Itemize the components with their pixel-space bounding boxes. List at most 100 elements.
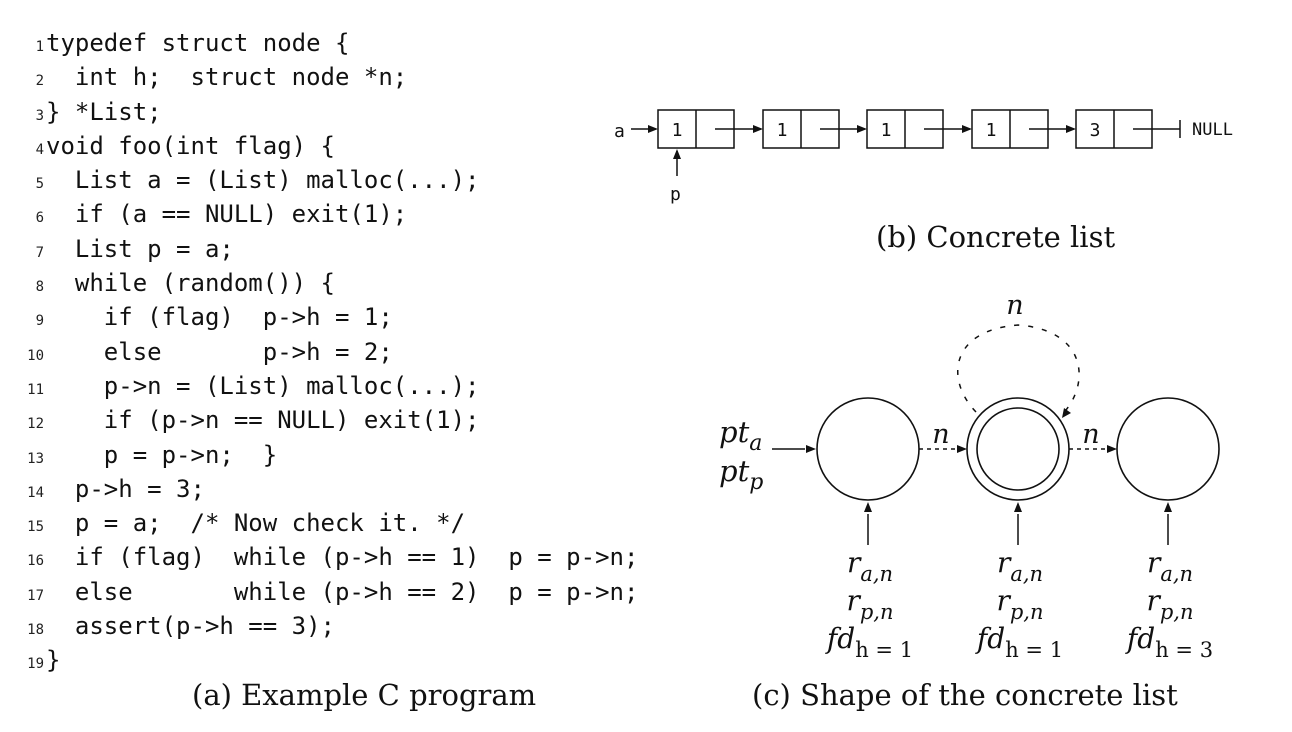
shape-node: [966, 397, 1070, 501]
code-line: 13 p = p->n; }: [14, 438, 714, 472]
input-label-subscript: a: [749, 431, 762, 456]
node-value: 1: [672, 120, 683, 141]
predicate-base: r: [1147, 546, 1162, 579]
line-number: 10: [27, 347, 44, 364]
line-number: 12: [27, 416, 44, 433]
predicate-label: ra,n: [997, 546, 1043, 586]
predicate-subscript: p,n: [1010, 600, 1044, 624]
next-arrowhead: [1066, 125, 1076, 133]
predicate-subscript: p,n: [860, 600, 894, 624]
code-line: 1typedef struct node {: [14, 26, 714, 60]
code-line: 16 if (flag) while (p->h == 1) p = p->n;: [14, 540, 714, 574]
edge-label: n: [932, 419, 949, 450]
code-listing: 1typedef struct node {2 int h; struct no…: [14, 26, 714, 678]
code-line: 6 if (a == NULL) exit(1);: [14, 197, 714, 231]
code-text: p = a; /* Now check it. */: [46, 509, 466, 538]
code-line: 9 if (flag) p->h = 1;: [14, 300, 714, 334]
code-line: 14 p->h = 3;: [14, 472, 714, 506]
predicate-subscript: a,n: [1160, 562, 1193, 586]
shape-node: [816, 397, 920, 501]
predicate-base: fd: [825, 622, 855, 655]
predicate-subscript: h = 3: [1155, 638, 1213, 662]
self-loop: [956, 324, 1080, 413]
input-arrowhead: [806, 445, 816, 453]
predicate-base: r: [847, 546, 862, 579]
predicate-subscript: a,n: [1010, 562, 1043, 586]
predicate-base: fd: [1125, 622, 1155, 655]
code-text: if (a == NULL) exit(1);: [46, 200, 408, 229]
caption-c: (c) Shape of the concrete list: [752, 678, 1178, 712]
predicate-subscript: a,n: [860, 562, 893, 586]
p-arrowhead: [673, 149, 681, 159]
edge-label: n: [1082, 419, 1099, 450]
code-line: 12 if (p->n == NULL) exit(1);: [14, 403, 714, 437]
code-line: 8 while (random()) {: [14, 266, 714, 300]
line-number: 1: [35, 39, 44, 55]
predicate-label: fdh = 1: [975, 622, 1063, 662]
code-text: else p->h = 2;: [46, 337, 393, 366]
predicate-label: ra,n: [847, 546, 893, 586]
predicate-label: rp,n: [846, 584, 893, 624]
code-line: 10 else p->h = 2;: [14, 335, 714, 369]
code-text: int h; struct node *n;: [46, 63, 408, 92]
input-label: ptp: [719, 454, 763, 495]
next-arrowhead: [753, 125, 763, 133]
predicate-subscript: h = 1: [855, 638, 913, 662]
code-line: 2 int h; struct node *n;: [14, 60, 714, 94]
node-value: 1: [986, 120, 997, 141]
predicate-arrowhead: [1014, 502, 1022, 512]
node-value: 1: [777, 120, 788, 141]
predicate-label: ra,n: [1147, 546, 1193, 586]
input-label-base: pt: [719, 415, 750, 449]
code-text: else while (p->h == 2) p = p->n;: [46, 577, 639, 606]
next-arrowhead: [857, 125, 867, 133]
line-number: 18: [27, 622, 44, 639]
code-text: assert(p->h == 3);: [46, 612, 335, 641]
edge-arrowhead: [1107, 445, 1117, 453]
line-number: 4: [35, 141, 44, 158]
line-number: 17: [27, 587, 44, 604]
code-line: 11 p->n = (List) malloc(...);: [14, 369, 714, 403]
null-label: NULL: [1192, 120, 1233, 140]
caption-b: (b) Concrete list: [876, 220, 1116, 254]
input-label-base: pt: [719, 454, 750, 488]
input-label: pta: [719, 415, 762, 456]
predicate-label: rp,n: [996, 584, 1043, 624]
code-text: while (random()) {: [46, 269, 335, 298]
code-line: 7 List p = a;: [14, 232, 714, 266]
predicate-label: fdh = 3: [1125, 622, 1213, 662]
code-line: 5 List a = (List) malloc(...);: [14, 163, 714, 197]
predicate-subscript: h = 1: [1005, 638, 1063, 662]
node-value: 3: [1090, 120, 1101, 141]
predicate-base: r: [1146, 584, 1161, 617]
code-text: p->h = 3;: [46, 474, 205, 503]
line-number: 7: [35, 244, 44, 261]
line-number: 13: [27, 450, 44, 467]
code-line: 4void foo(int flag) {: [14, 129, 714, 163]
next-arrowhead: [962, 125, 972, 133]
line-number: 15: [27, 519, 44, 536]
code-line: 18 assert(p->h == 3);: [14, 609, 714, 643]
code-line: 3} *List;: [14, 95, 714, 129]
code-text: if (p->n == NULL) exit(1);: [46, 406, 480, 435]
line-number: 14: [27, 484, 44, 501]
code-line: 17 else while (p->h == 2) p = p->n;: [14, 575, 714, 609]
head-label: a: [614, 121, 625, 142]
line-number: 8: [35, 279, 44, 296]
line-number: 5: [35, 176, 44, 193]
line-number: 11: [27, 381, 44, 398]
code-text: if (flag) while (p->h == 1) p = p->n;: [46, 543, 639, 572]
predicate-arrowhead: [864, 502, 872, 512]
line-number: 19: [27, 656, 44, 673]
code-text: p->n = (List) malloc(...);: [46, 371, 480, 400]
pointer-label: p: [670, 184, 681, 205]
code-text: void foo(int flag) {: [46, 131, 335, 160]
code-text: List a = (List) malloc(...);: [46, 166, 480, 195]
predicate-arrowhead: [1164, 502, 1172, 512]
node-value: 1: [881, 120, 892, 141]
input-label-subscript: p: [749, 470, 763, 495]
summary-node-inner: [976, 407, 1060, 491]
code-line: 19}: [14, 643, 714, 677]
edge-arrowhead: [957, 445, 967, 453]
